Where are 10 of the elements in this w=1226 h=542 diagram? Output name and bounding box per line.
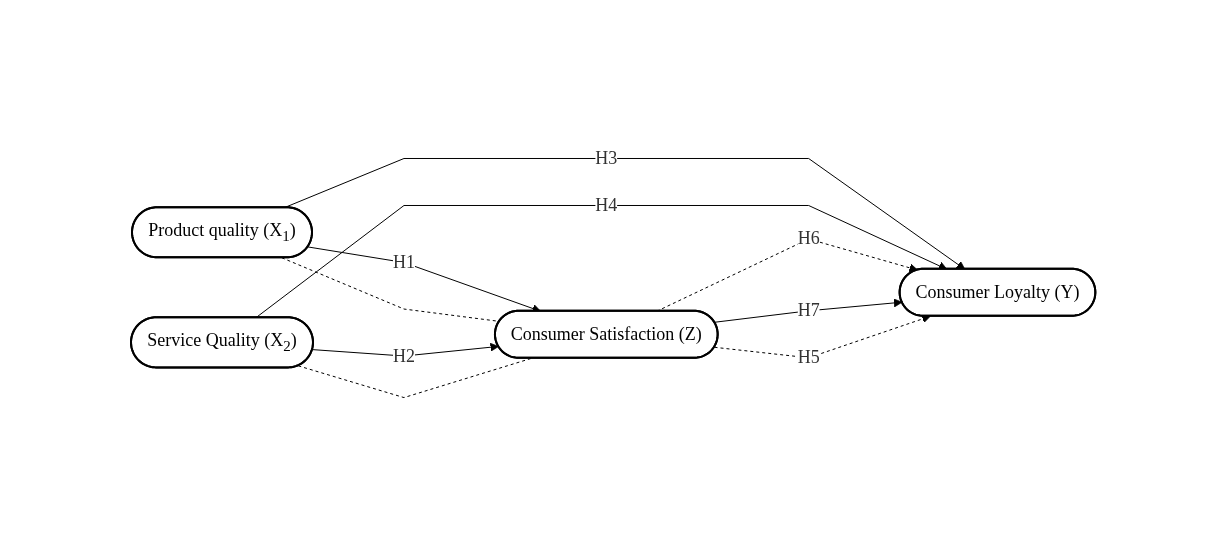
- edge-label: H2: [392, 345, 415, 366]
- connector: [297, 357, 532, 398]
- arrow: [713, 314, 931, 358]
- edge-label: H3: [595, 147, 618, 168]
- edge-label: H4: [595, 194, 618, 215]
- arrow: [311, 342, 499, 357]
- edge-label: H7: [797, 299, 820, 320]
- edge-label: H1: [392, 251, 415, 272]
- edge-label: H5: [797, 346, 820, 367]
- edge-label: H6: [797, 228, 820, 249]
